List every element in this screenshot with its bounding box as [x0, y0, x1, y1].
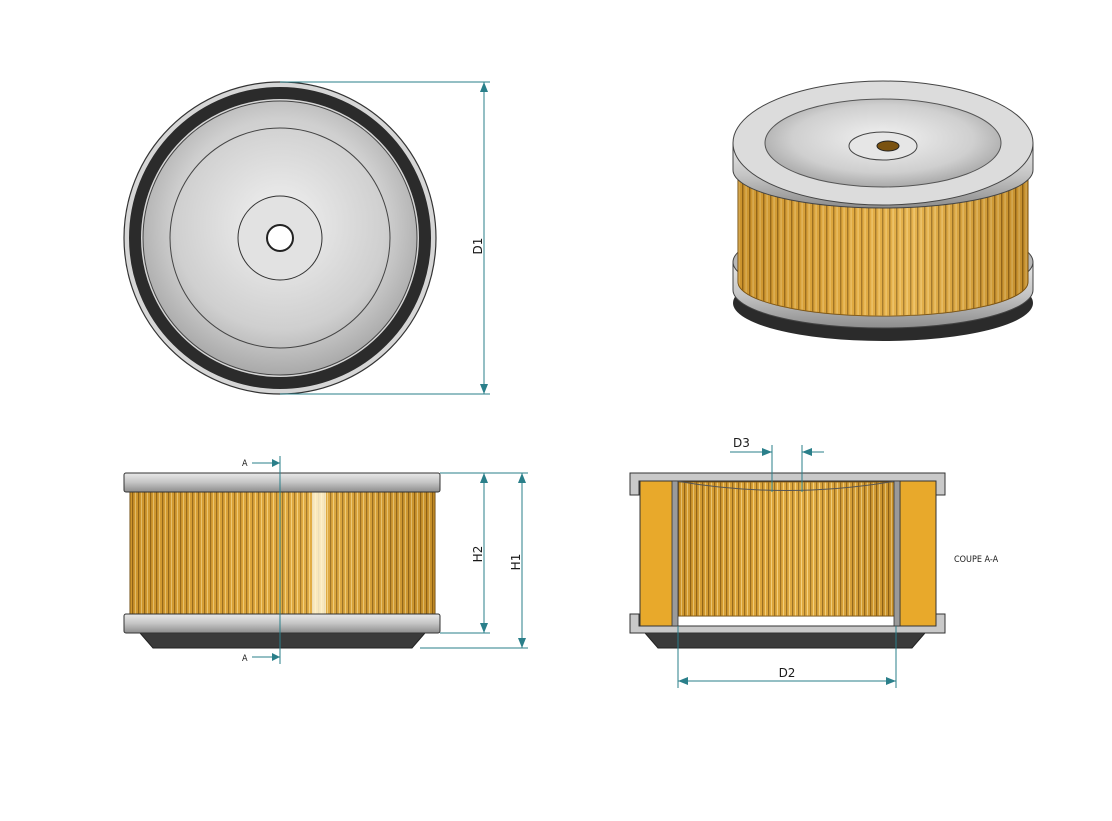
isometric-center-hole [876, 140, 900, 152]
top-view-gasket-ring [129, 87, 431, 389]
dimension-d1: D1 [280, 81, 490, 395]
dimension-h1: H1 [420, 472, 528, 649]
section-right-media [899, 480, 937, 627]
label-d1: D1 [471, 238, 485, 255]
dimension-h2: H2 [440, 472, 490, 634]
section-view [629, 472, 946, 649]
section-left-media [639, 480, 677, 627]
section-mark-top: A [242, 459, 248, 469]
section-line-a-a: A A [242, 456, 281, 664]
front-view-top-cap [123, 472, 441, 493]
label-h2: H2 [471, 546, 485, 563]
front-view [123, 472, 441, 649]
label-h1: H1 [509, 554, 523, 571]
section-mark-bottom: A [242, 654, 248, 664]
dimension-d3: D3 [730, 436, 824, 492]
top-view [123, 81, 437, 395]
section-caption: COUPE A-A [954, 555, 999, 565]
front-view-bottom-cap [123, 613, 441, 634]
isometric-view [732, 80, 1034, 341]
label-d2: D2 [779, 666, 796, 680]
label-d3: D3 [733, 436, 750, 450]
top-view-center-hole [266, 224, 294, 252]
dimension-d2: D2 [677, 626, 897, 688]
